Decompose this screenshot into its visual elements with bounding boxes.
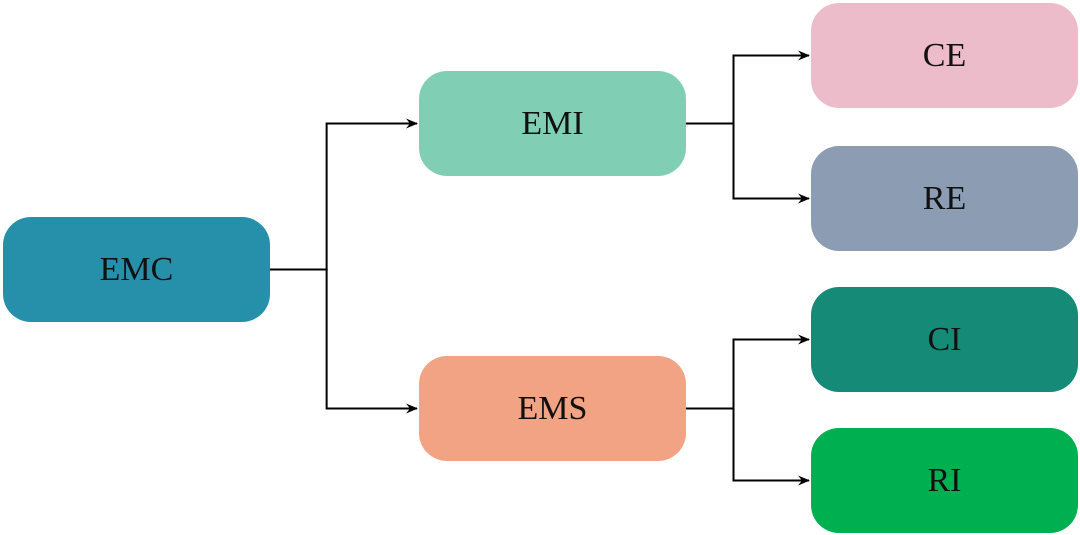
edge-emi-to-ce (686, 50, 810, 125)
node-emi-label: EMI (521, 104, 584, 142)
node-emc: EMC (3, 217, 270, 322)
node-emi: EMI (419, 71, 686, 176)
edge-ems-to-ri (686, 407, 810, 486)
node-ems: EMS (419, 356, 686, 461)
edge-emc-to-emi (270, 118, 418, 271)
edge-emi-to-re (686, 122, 810, 204)
node-ems-label: EMS (517, 389, 588, 427)
node-ce: CE (811, 3, 1078, 108)
node-ce-label: CE (922, 36, 967, 74)
node-ri-label: RI (927, 461, 962, 499)
edge-emc-to-ems (270, 268, 418, 414)
node-emc-label: EMC (99, 250, 174, 288)
node-ri: RI (811, 428, 1078, 533)
node-re-label: RE (922, 179, 967, 217)
node-ci-label: CI (927, 320, 962, 358)
node-ci: CI (811, 287, 1078, 392)
node-re: RE (811, 146, 1078, 251)
edge-ems-to-ci (686, 334, 810, 410)
